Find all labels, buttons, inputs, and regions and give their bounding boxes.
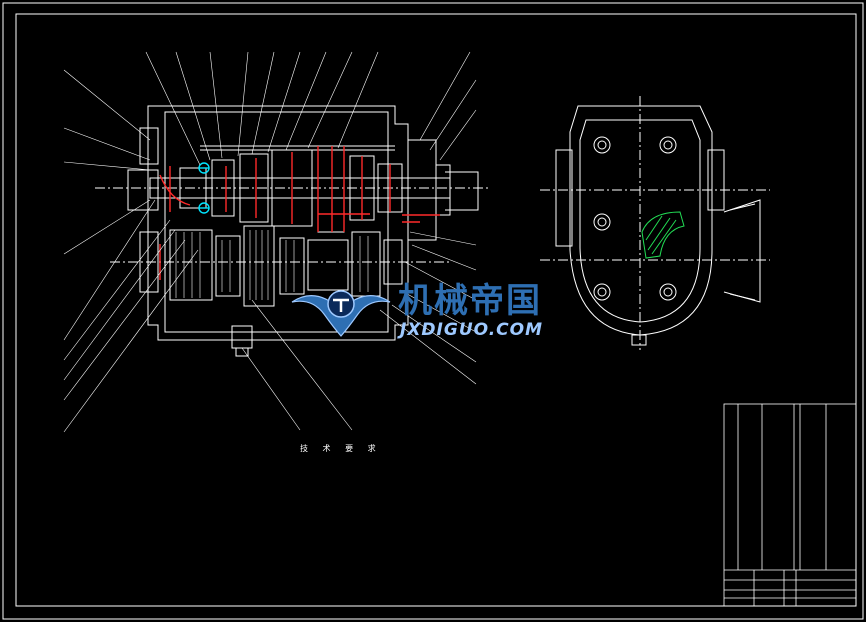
section-view bbox=[95, 105, 490, 357]
gear-section-lines bbox=[159, 146, 440, 280]
watermark-brand: 机械帝国 bbox=[398, 281, 542, 321]
technical-requirements-title: 技 术 要 求 bbox=[300, 444, 382, 453]
side-view bbox=[540, 96, 770, 350]
eagle-logo-icon bbox=[291, 290, 391, 337]
shift-fork-hatch bbox=[641, 211, 685, 259]
inner-frame bbox=[15, 13, 857, 607]
watermark-url: JXDIGUO.COM bbox=[400, 320, 544, 340]
leader-lines bbox=[63, 51, 477, 433]
title-block bbox=[723, 403, 857, 607]
bearing-markers bbox=[198, 162, 210, 214]
